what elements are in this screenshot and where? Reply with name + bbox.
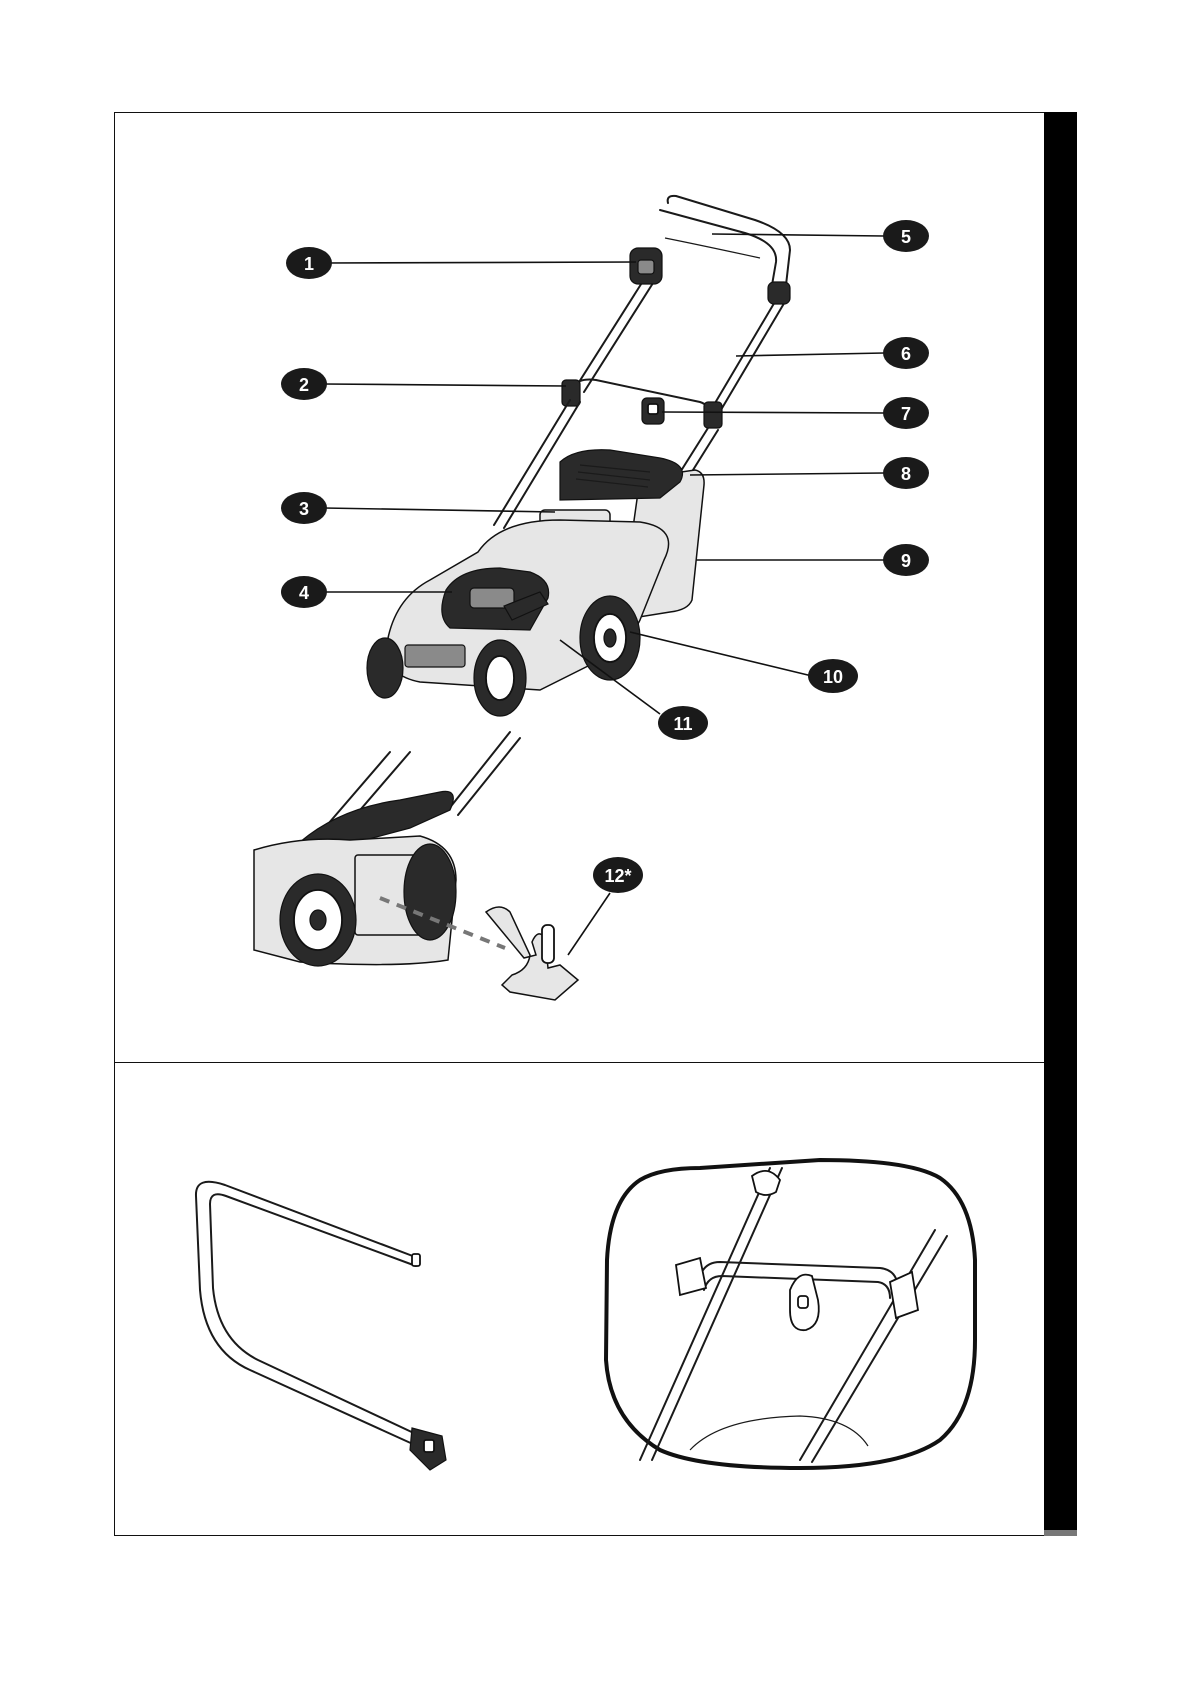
detail-handle-right (448, 732, 520, 815)
callout-badge-4: 4 (281, 576, 327, 608)
svg-text:7: 7 (901, 404, 911, 424)
detail-left-clamp (676, 1258, 706, 1295)
svg-text:12*: 12* (604, 866, 631, 886)
svg-text:3: 3 (299, 499, 309, 519)
rear-flap-detail (254, 732, 578, 1000)
callout-badge-2: 2 (281, 368, 327, 400)
svg-text:6: 6 (901, 344, 911, 364)
left-handle-clamp (562, 380, 580, 406)
upper-left-rail (574, 270, 650, 390)
switch-cable (665, 238, 760, 258)
front-right-hub (486, 656, 514, 700)
rear-right-axle (604, 629, 616, 647)
detail-left-axle (310, 910, 326, 930)
safety-switch-button (638, 260, 654, 274)
front-left-wheel (367, 638, 403, 698)
callout-badge-6: 6 (883, 337, 929, 369)
upper-handle-bar (668, 196, 790, 285)
svg-text:4: 4 (299, 583, 309, 603)
svg-text:9: 9 (901, 551, 911, 571)
handle-bar-end-cap (412, 1254, 420, 1266)
callout-badge-12: 12* (593, 857, 643, 893)
svg-text:5: 5 (901, 227, 911, 247)
mulching-plug-stem (542, 925, 554, 963)
callout-badge-8: 8 (883, 457, 929, 489)
lawn-mower-illustration (367, 196, 790, 716)
clip-detail-illustration (606, 1160, 975, 1468)
svg-text:8: 8 (901, 464, 911, 484)
handle-bar-outer (196, 1182, 418, 1445)
motor-housing-top (560, 450, 683, 500)
handle-bar-connector-hole (424, 1440, 434, 1452)
callout-badge-5: 5 (883, 220, 929, 252)
right-handle-clamp (704, 402, 722, 428)
cable-clip-hole (648, 404, 658, 414)
mulching-plug (486, 907, 578, 1000)
svg-text:10: 10 (823, 667, 843, 687)
upper-right-rail-2 (715, 300, 786, 420)
detail-top-knob (752, 1171, 780, 1195)
callout-badge-1: 1 (286, 247, 332, 279)
callout-badge-3: 3 (281, 492, 327, 524)
callout-badge-10: 10 (808, 659, 858, 693)
upper-right-knob (768, 282, 790, 304)
callout-badge-7: 7 (883, 397, 929, 429)
front-plate (405, 645, 465, 667)
upper-left-rail-2 (584, 272, 660, 392)
callout-badge-11: 11 (658, 706, 708, 740)
svg-text:2: 2 (299, 375, 309, 395)
lower-handle-bar-illustration (196, 1182, 446, 1470)
svg-text:11: 11 (673, 714, 692, 734)
svg-text:1: 1 (304, 254, 314, 274)
lower-left-rail (494, 400, 570, 525)
detail-cable-clip-hole (798, 1296, 808, 1308)
callout-badge-9: 9 (883, 544, 929, 576)
